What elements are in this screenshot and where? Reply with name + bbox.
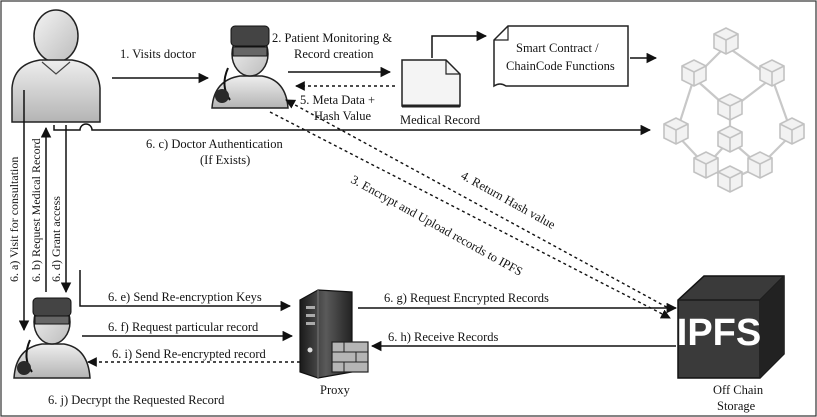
arrow-encrypt-upload <box>269 111 671 319</box>
ipfs-logo-text: IPFS <box>677 312 761 354</box>
chain-cube <box>713 27 739 55</box>
doctor-icon <box>211 25 289 109</box>
label-medical-record: Medical Record <box>400 113 481 127</box>
label-decrypt: 6. j) Decrypt the Requested Record <box>48 393 225 407</box>
patient-user-icon <box>11 9 101 123</box>
label-smart-contract-line1: Smart Contract / <box>516 41 599 55</box>
label-return-hash: 4. Return Hash value <box>459 168 558 232</box>
label-request-particular: 6. f) Request particular record <box>108 320 259 334</box>
arrow-send-keys <box>79 270 292 312</box>
ipfs-cube-icon: IPFS <box>677 275 785 379</box>
label-monitoring-line1: 2. Patient Monitoring & <box>272 31 392 45</box>
label-visit-consultation: 6. a) Visit for consultation <box>7 157 21 282</box>
chain-cube <box>779 117 805 145</box>
label-meta-line1: 5. Meta Data + <box>300 93 375 107</box>
chain-cube <box>717 165 743 193</box>
label-request-encrypted: 6. g) Request Encrypted Records <box>384 291 549 305</box>
label-doctor-auth-line1: 6. c) Doctor Authentication <box>146 137 284 151</box>
chain-cube <box>759 59 785 87</box>
firewall-icon <box>331 341 369 373</box>
label-receive-records: 6. h) Receive Records <box>388 330 499 344</box>
label-doctor-auth-line2: (If Exists) <box>200 153 250 167</box>
label-request-record: 6. b) Request Medical Record <box>29 138 43 282</box>
chain-cube <box>717 125 743 153</box>
label-offchain-line1: Off Chain <box>713 383 764 397</box>
arrow-to-smart-contract <box>431 30 488 58</box>
label-smart-contract-line2: ChainCode Functions <box>506 59 615 73</box>
label-offchain-line2: Storage <box>717 399 756 413</box>
chain-cube <box>693 151 719 179</box>
blockchain-cubes-icon <box>663 27 805 193</box>
chain-cube <box>681 59 707 87</box>
arrow-return-hash <box>285 99 673 311</box>
smart-contract-box <box>493 25 629 88</box>
chain-cube <box>747 151 773 179</box>
label-meta-line2: Hash Value <box>314 109 372 123</box>
arrows <box>18 30 678 352</box>
requester-doctor-icon <box>13 297 91 379</box>
label-grant-access: 6. d) Grant access <box>49 196 63 282</box>
arrow-doctor-auth <box>53 123 652 136</box>
document-icon <box>401 59 461 108</box>
label-proxy: Proxy <box>320 383 351 397</box>
label-send-keys: 6. e) Send Re-encryption Keys <box>108 290 262 304</box>
label-send-reencrypted: 6. i) Send Re-encrypted record <box>112 347 267 361</box>
chain-cube <box>717 93 743 121</box>
label-visits-doctor: 1. Visits doctor <box>120 47 197 61</box>
chain-cube <box>663 117 689 145</box>
proxy-server-icon <box>299 289 369 379</box>
label-monitoring-line2: Record creation <box>294 47 374 61</box>
